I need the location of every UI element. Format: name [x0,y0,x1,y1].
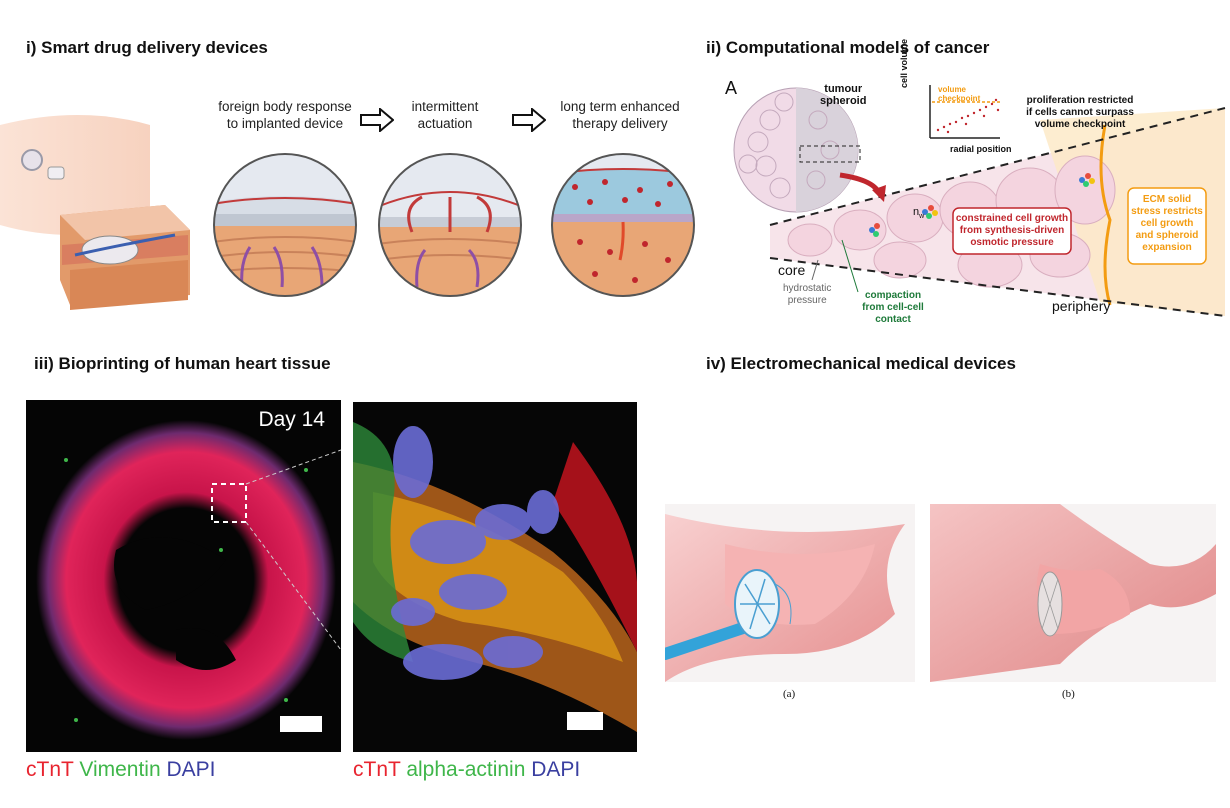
cell-zoom-micrograph [353,402,637,752]
label-b: (b) [1062,688,1075,700]
arrow-right-icon [512,108,546,132]
panel-3-title: iii) Bioprinting of human heart tissue [34,354,331,373]
panel-2-title: ii) Computational models of cancer [706,38,990,57]
label-a: (a) [783,688,796,700]
cancer-model-diagram [733,85,1226,317]
foreign-body-circle [213,153,357,297]
legend-left: cTnT Vimentin DAPI [26,758,216,781]
device-render-b [930,504,1216,682]
inset-xlabel: radial position [950,144,1012,154]
panel-4-title: iv) Electromechanical medical devices [706,354,1016,373]
core-label: core [778,262,806,278]
therapy-delivery-circle [551,153,695,297]
periphery-label: periphery [1052,298,1111,314]
panel-letter: A [725,78,738,98]
actuation-circle [378,153,522,297]
panel-1-title: i) Smart drug delivery devices [26,38,268,57]
arrow-right-icon [360,108,394,132]
inset-ylabel: cell volume [899,38,909,88]
day-label: Day 14 [258,408,325,431]
nw-label: nw [913,206,925,221]
legend-right: cTnT alpha-actinin DAPI [353,758,581,781]
heart-tissue-micrograph: Day 14 [26,400,341,752]
torso-illustration [0,115,190,310]
device-render-a [665,504,915,682]
